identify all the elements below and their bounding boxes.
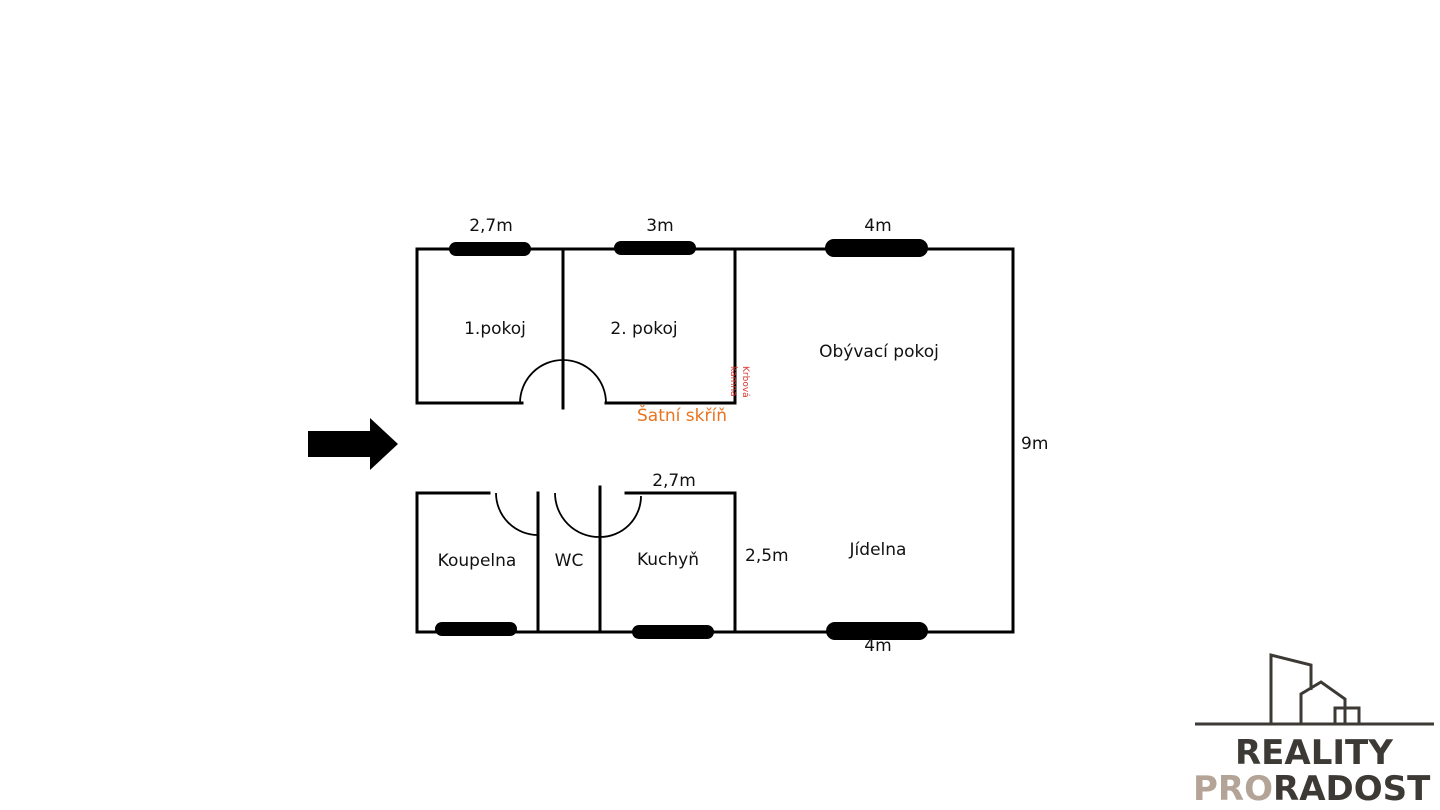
door-bathroom-arc [495,492,539,536]
logo-word-reality: REALITY [1235,733,1393,773]
interior-walls [415,247,737,634]
logo-word-radost: RADOST [1273,769,1431,809]
room-label-room1: 1.pokoj [464,319,526,339]
door-kitchen-arc [599,495,642,538]
dimension-kitchen-side: 2,5m [745,546,789,566]
stove-label-line2: kamna [728,366,738,397]
dimension-top-living: 4m [864,216,892,236]
stove-label: Krbová kamna [727,366,751,398]
room-label-kitchen: Kuchyň [636,550,700,570]
dimension-bottom-dining: 4m [864,636,892,656]
dimension-top-room2: 3m [646,216,674,236]
dimension-top-room1: 2,7m [469,216,513,236]
stove-label-line1: Krbová [740,366,750,398]
door-room2-arc [562,359,607,404]
wardrobe-label: Šatní skříň [637,406,727,426]
logo-house-icon [1195,653,1434,726]
door-arcs [495,359,642,538]
outer-walls [415,247,1015,634]
dimension-kitchen-top: 2,7m [652,471,696,491]
logo-word-proradost: PRORADOST [1193,772,1430,806]
logo-word-pro: PRO [1193,769,1274,809]
room-label-room2: 2. pokoj [610,319,678,339]
room-label-living: Obývací pokoj [819,342,939,362]
door-room1-arc [519,359,564,404]
logo: REALITY PRORADOST [1190,650,1440,810]
entrance-arrow-icon [308,418,398,470]
door-wc-arc [554,492,600,538]
room-label-wc: WC [554,551,584,571]
room-label-bathroom: Koupelna [437,551,517,571]
room-label-dining: Jídelna [849,540,907,560]
windows [435,239,928,640]
dimension-right-side: 9m [1021,434,1049,454]
